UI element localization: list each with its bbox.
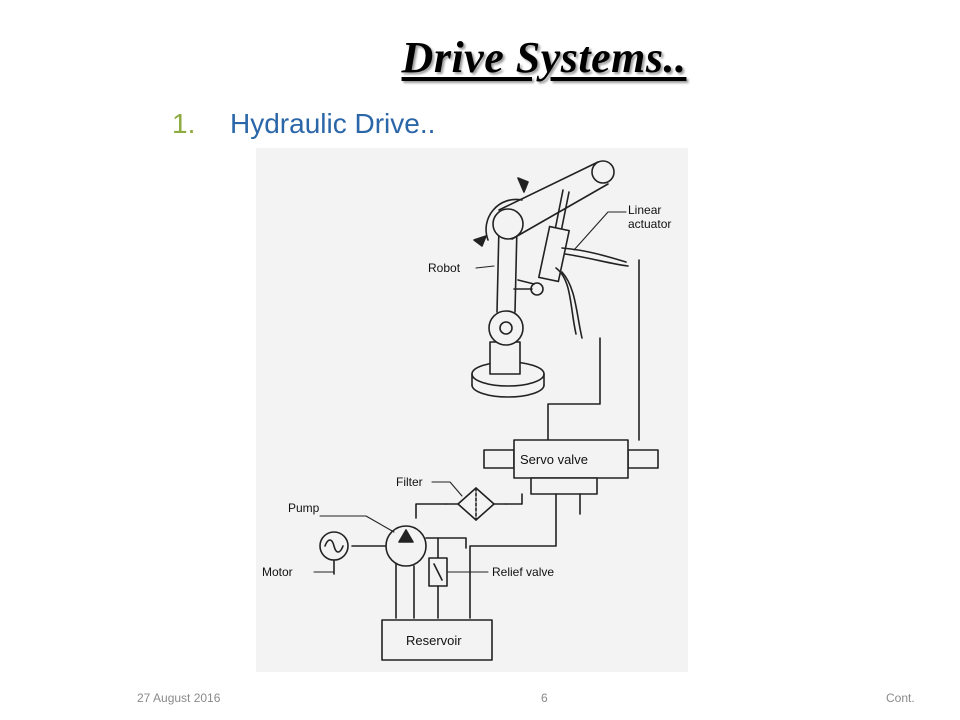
- filter: [415, 487, 523, 521]
- robot-upper-arm: [492, 160, 615, 240]
- pump: [351, 525, 427, 567]
- relief-valve-lines: [395, 493, 581, 619]
- servo-valve: [483, 439, 659, 495]
- actuator-hoses: [555, 247, 629, 339]
- label-linear-actuator-1: Linear: [628, 203, 661, 217]
- footer-page-number: 6: [541, 691, 548, 705]
- hydraulic-drive-diagram: Linear actuator Robot Servo valve Filter…: [256, 148, 688, 672]
- label-linear-actuator-2: actuator: [628, 217, 671, 231]
- label-relief-valve: Relief valve: [492, 565, 554, 579]
- motor: [319, 531, 349, 575]
- robot-base: [471, 310, 545, 398]
- label-pump: Pump: [288, 501, 320, 515]
- reservoir: [381, 619, 493, 661]
- pipes-actuator-to-servo: [547, 259, 640, 441]
- list-text: Hydraulic Drive..: [230, 108, 436, 139]
- label-reservoir: Reservoir: [406, 633, 462, 648]
- list-number: 1.: [172, 108, 196, 139]
- list-item-hydraulic-drive: 1. Hydraulic Drive..: [172, 108, 435, 140]
- footer-date: 27 August 2016: [137, 691, 221, 705]
- rotation-arrows: [473, 177, 529, 247]
- label-leaders: [313, 211, 627, 573]
- label-filter: Filter: [396, 475, 423, 489]
- label-servo-valve: Servo valve: [520, 452, 588, 467]
- label-robot: Robot: [428, 261, 461, 275]
- footer-cont: Cont.: [886, 691, 915, 705]
- label-motor: Motor: [262, 565, 293, 579]
- slide-title: Drive Systems..: [401, 33, 687, 82]
- robot-upright-arm: [496, 225, 518, 313]
- linear-actuator: [513, 189, 570, 296]
